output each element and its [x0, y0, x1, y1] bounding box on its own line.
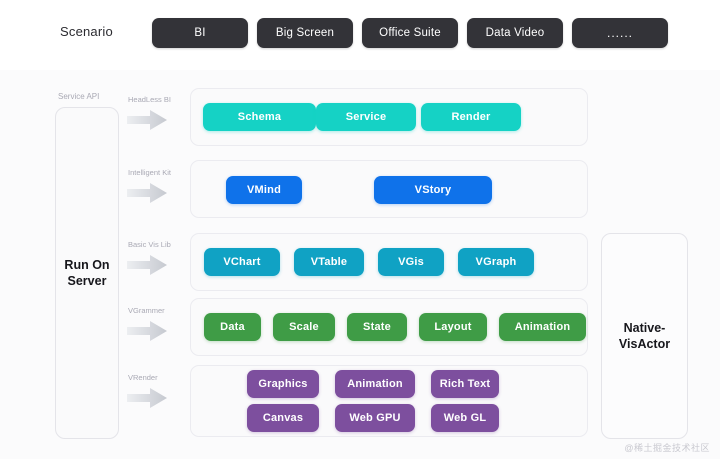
arrow-label-3: Basic Vis Lib — [128, 240, 171, 249]
chip-scale[interactable]: Scale — [273, 313, 335, 341]
service-api-label: Service API — [58, 92, 100, 101]
chip-row: Data Scale State Layout Animation — [191, 299, 587, 355]
scenario-pill-data-video[interactable]: Data Video — [467, 18, 563, 48]
scenario-pill-bi[interactable]: BI — [152, 18, 248, 48]
arrow-right-icon — [127, 321, 167, 341]
chip-state[interactable]: State — [347, 313, 407, 341]
chip-canvas[interactable]: Canvas — [247, 404, 319, 432]
scenario-label: Scenario — [60, 24, 113, 39]
native-visactor-label: Native-VisActor — [618, 320, 671, 351]
scenario-header: Scenario BI Big Screen Office Suite Data… — [0, 0, 720, 66]
chip-animation[interactable]: Animation — [335, 370, 415, 398]
arrow-group-2: Intelligent Kit — [126, 168, 182, 205]
arrow-label-1: HeadLess BI — [128, 95, 171, 104]
scenario-pill-group: BI Big Screen Office Suite Data Video ..… — [152, 18, 668, 48]
chip-vmind[interactable]: VMind — [226, 176, 302, 204]
chip-render[interactable]: Render — [421, 103, 521, 131]
chip-vtable[interactable]: VTable — [294, 248, 364, 276]
chip-vgis[interactable]: VGis — [378, 248, 444, 276]
chip-rich-text[interactable]: Rich Text — [431, 370, 499, 398]
chip-vstory[interactable]: VStory — [374, 176, 492, 204]
arrow-group-3: Basic Vis Lib — [126, 240, 182, 277]
arrow-right-icon — [127, 183, 167, 203]
chip-web-gl[interactable]: Web GL — [431, 404, 499, 432]
chip-row: Canvas Web GPU Web GL — [247, 404, 587, 432]
chip-graphics[interactable]: Graphics — [247, 370, 319, 398]
chip-vchart[interactable]: VChart — [204, 248, 280, 276]
chip-animation[interactable]: Animation — [499, 313, 586, 341]
chip-schema[interactable]: Schema — [203, 103, 316, 131]
layer-card-3: VChart VTable VGis VGraph — [190, 233, 588, 291]
arrow-label-2: Intelligent Kit — [128, 168, 171, 177]
scenario-pill-big-screen[interactable]: Big Screen — [257, 18, 353, 48]
arrow-group-4: VGrammer — [126, 306, 182, 343]
watermark: @稀土掘金技术社区 — [624, 443, 710, 453]
scenario-pill-more[interactable]: ...... — [572, 18, 668, 48]
arrow-label-5: VRender — [128, 373, 158, 382]
chip-vgraph[interactable]: VGraph — [458, 248, 534, 276]
arrow-right-icon — [127, 388, 167, 408]
chip-row: VChart VTable VGis VGraph — [191, 234, 587, 290]
chip-data[interactable]: Data — [204, 313, 261, 341]
chip-web-gpu[interactable]: Web GPU — [335, 404, 415, 432]
arrow-group-1: HeadLess BI — [126, 95, 182, 132]
arrow-label-4: VGrammer — [128, 306, 165, 315]
layer-card-4: Data Scale State Layout Animation — [190, 298, 588, 356]
arrow-group-5: VRender — [126, 373, 182, 410]
native-visactor-column: Native-VisActor — [601, 233, 688, 439]
scenario-pill-office-suite[interactable]: Office Suite — [362, 18, 458, 48]
chip-row: Graphics Animation Rich Text — [247, 370, 587, 398]
arrow-right-icon — [127, 110, 167, 130]
arrow-right-icon — [127, 255, 167, 275]
chip-layout[interactable]: Layout — [419, 313, 487, 341]
chip-service[interactable]: Service — [316, 103, 416, 131]
layer-card-2: VMind VStory — [190, 160, 588, 218]
